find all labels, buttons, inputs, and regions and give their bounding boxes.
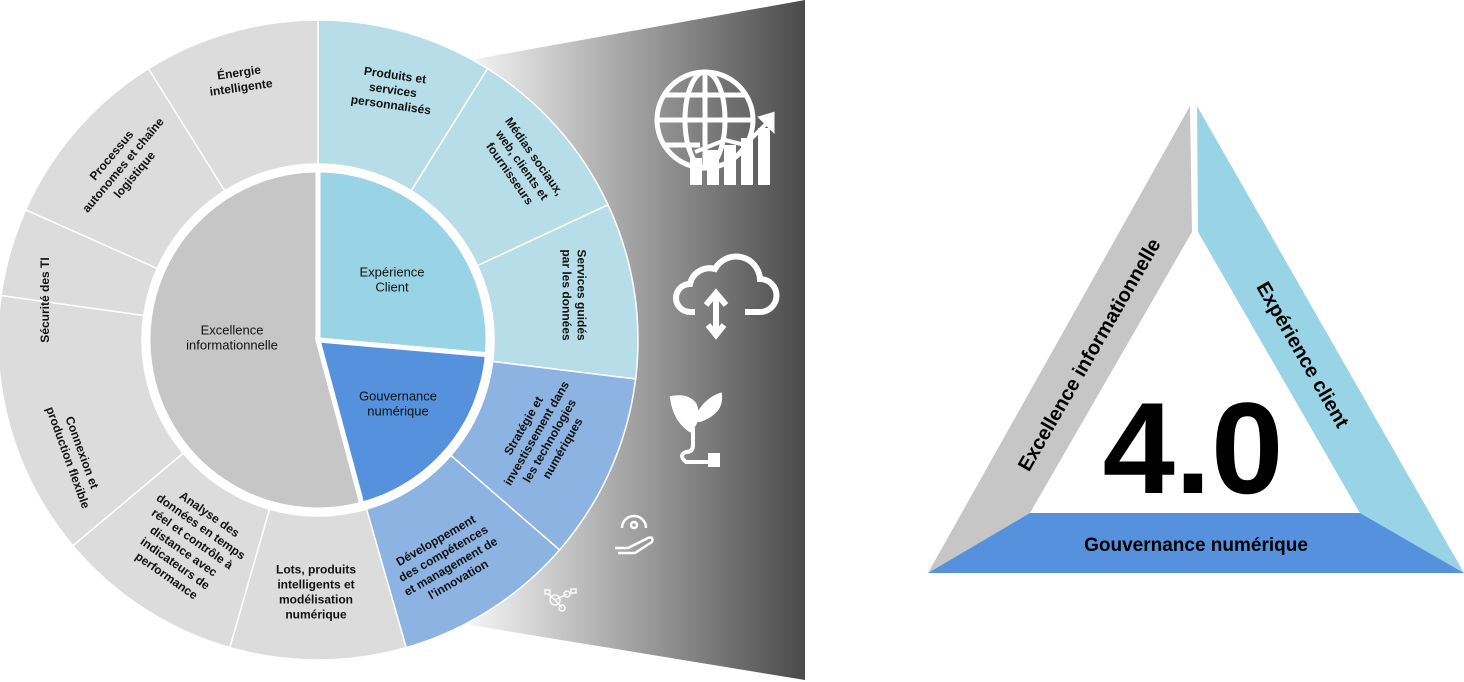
inner-segment-gouvernance	[314, 337, 491, 508]
triangle-bottom-band	[928, 513, 1464, 573]
label-line: Sécurité des TI	[38, 257, 52, 342]
label-line: services	[368, 80, 418, 101]
inner-segment-excellence	[145, 167, 366, 513]
triangle-diagram: 4.0 Excellence informationnelle Expérien…	[928, 106, 1464, 573]
hand-gauge-icon	[615, 514, 654, 555]
triangle-left-band	[928, 106, 1192, 573]
globe-growth-icon	[654, 69, 775, 185]
label-line: informationnelle	[186, 338, 278, 353]
outer-label-services: Services guidéspar les données	[560, 249, 589, 341]
label-line: modélisation	[279, 593, 353, 607]
triangle-center-label: 4.0	[1103, 375, 1284, 521]
outer-label-analyse: Analyse desdonnées en tempsréel et contr…	[119, 478, 257, 612]
label-line: Lots, produits	[276, 563, 356, 577]
triangle-bottom-label: Gouvernance numérique	[1084, 535, 1308, 556]
label-line: Client	[375, 280, 409, 295]
label-line: numérique	[285, 608, 347, 622]
label-line: Excellence	[201, 323, 264, 338]
label-line: Gouvernance	[359, 389, 437, 404]
network-icon	[544, 588, 577, 612]
outer-label-securite: Sécurité des TI	[38, 257, 52, 342]
label-line: Énergie	[216, 62, 262, 83]
label-line: Expérience	[359, 265, 424, 280]
label-line: par les données	[560, 249, 574, 341]
triangle-right-band	[1197, 106, 1464, 573]
inner-segment-experience	[315, 167, 491, 358]
label-line: numérique	[367, 404, 428, 419]
plant-plug-icon	[669, 392, 723, 467]
cloud-sync-icon	[673, 253, 780, 340]
label-line: intelligents et	[277, 578, 354, 592]
label-line: Services guidés	[575, 249, 589, 341]
